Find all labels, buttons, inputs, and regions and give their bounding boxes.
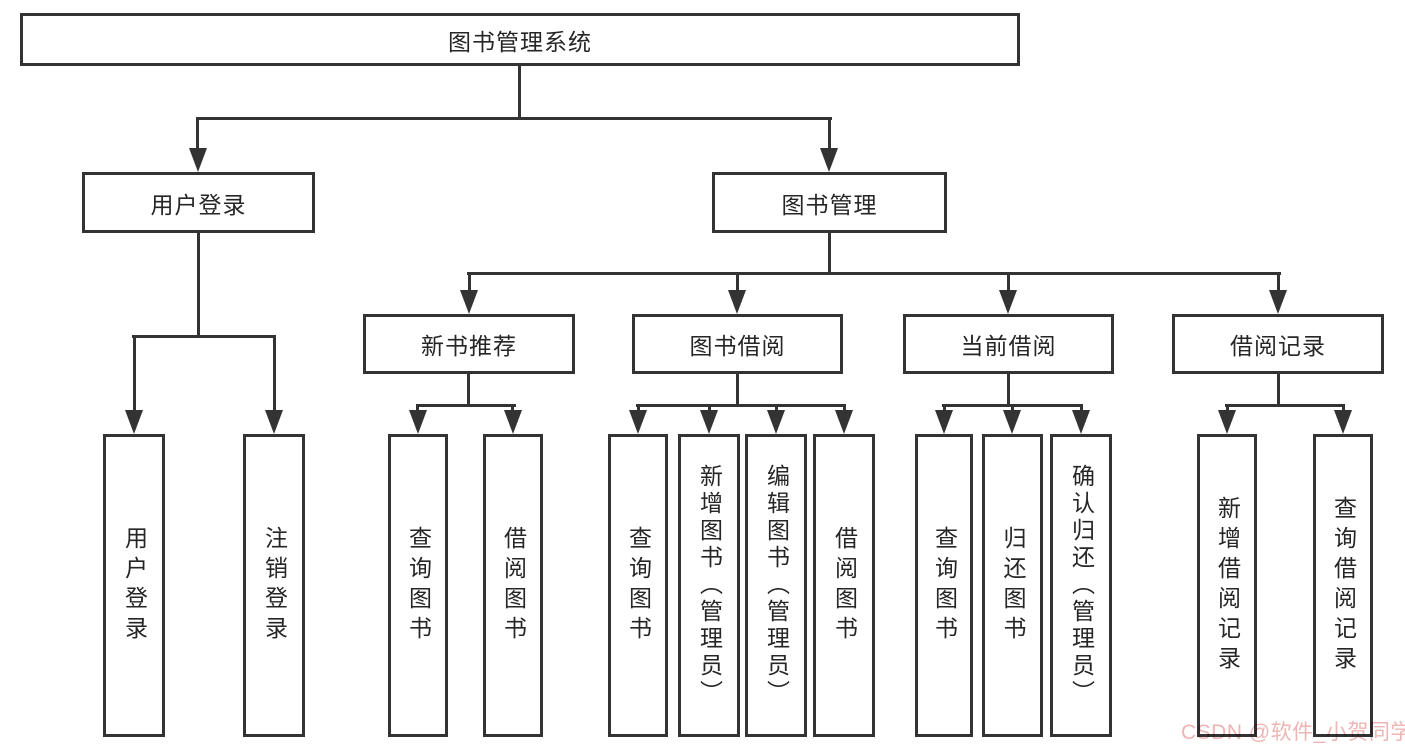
node-label: 图书管理系统 (448, 28, 592, 55)
arrow-down-icon (935, 410, 953, 434)
node-root-system: 图书管理系统 (20, 13, 1020, 66)
connector-bookborrow-hline (636, 404, 846, 407)
arrow-down-icon (189, 148, 207, 172)
node-book-borrowing: 图书借阅 (632, 314, 843, 374)
node-label: 编辑图书（管理员） (763, 464, 790, 707)
arrow-down-icon (125, 410, 143, 434)
arrow-down-icon (1003, 410, 1021, 434)
connector-stem (1226, 404, 1229, 412)
node-label: 新增图书（管理员） (696, 464, 723, 707)
leaf-query-books-borrow: 查询图书 (608, 434, 668, 737)
connector-bookmgmt-vline (828, 230, 831, 275)
connector-stem-logout-leaf (273, 335, 276, 412)
connector-stem (511, 404, 514, 412)
connector-stem (775, 404, 778, 412)
connector-userlogin-vline (197, 231, 200, 338)
node-label: 借阅记录 (1230, 333, 1326, 359)
leaf-user-login: 用户登录 (103, 434, 165, 737)
connector-stem-user-login (196, 117, 199, 150)
arrow-down-icon (767, 410, 785, 434)
connector-root-hline (196, 117, 832, 120)
connector-stem-book-borrow (736, 272, 739, 292)
leaf-query-borrow-record: 查询借阅记录 (1313, 434, 1373, 737)
arrow-down-icon (1269, 290, 1287, 314)
connector-newbook-hline (416, 404, 516, 407)
connector-currentborrow-vline (1007, 371, 1010, 407)
connector-userlogin-hline (132, 335, 276, 338)
connector-stem (1011, 404, 1014, 412)
node-label: 确认归还（管理员） (1068, 464, 1095, 707)
connector-borrowrecord-vline (1277, 371, 1280, 407)
connector-stem (637, 404, 640, 412)
arrow-down-icon (265, 410, 283, 434)
connector-bookmgmt-hline (467, 272, 1281, 275)
connector-stem (416, 404, 419, 412)
node-label: 图书管理 (781, 191, 878, 218)
node-label: 用户登录 (121, 525, 148, 646)
arrow-down-icon (835, 410, 853, 434)
connector-stem-borrow-record (1277, 272, 1280, 292)
connector-stem (943, 404, 946, 412)
node-label: 借阅图书 (831, 525, 858, 646)
leaf-return-books: 归还图书 (982, 434, 1043, 737)
connector-stem-new-book (468, 272, 471, 292)
connector-bookborrow-vline (736, 371, 739, 407)
leaf-query-books-recommend: 查询图书 (388, 434, 448, 737)
node-label: 图书借阅 (689, 333, 786, 359)
connector-stem-book-mgmt (828, 117, 831, 150)
node-label: 新增借阅记录 (1214, 495, 1241, 676)
arrow-down-icon (700, 410, 718, 434)
connector-root-vline (518, 64, 521, 119)
connector-borrowrecord-hline (1225, 404, 1345, 407)
node-label: 注销登录 (261, 525, 288, 646)
node-label: 用户登录 (150, 191, 247, 218)
arrow-down-icon (820, 148, 838, 172)
node-label: 查询图书 (931, 525, 958, 646)
node-label: 当前借阅 (960, 333, 1057, 359)
node-borrowing-records: 借阅记录 (1172, 314, 1384, 374)
node-label: 借阅图书 (500, 525, 527, 646)
connector-stem (1342, 404, 1345, 412)
leaf-add-books-admin: 新增图书（管理员） (678, 434, 740, 737)
node-label: 查询图书 (625, 525, 652, 646)
leaf-logout: 注销登录 (243, 434, 305, 737)
leaf-confirm-return-admin: 确认归还（管理员） (1050, 434, 1112, 737)
arrow-down-icon (504, 410, 522, 434)
node-new-book-recommend: 新书推荐 (363, 314, 575, 374)
arrow-down-icon (1334, 410, 1352, 434)
node-book-management: 图书管理 (712, 172, 947, 233)
connector-stem (843, 404, 846, 412)
leaf-borrow-books: 借阅图书 (813, 434, 875, 737)
connector-stem (1080, 404, 1083, 412)
connector-stem-current-borrow (1007, 272, 1010, 292)
node-current-borrowing: 当前借阅 (903, 314, 1114, 374)
leaf-query-books-current: 查询图书 (915, 434, 973, 737)
leaf-borrow-books-recommend: 借阅图书 (483, 434, 543, 737)
node-label: 新书推荐 (421, 333, 517, 359)
arrow-down-icon (999, 290, 1017, 314)
node-label: 查询图书 (405, 525, 432, 646)
node-label: 查询借阅记录 (1330, 495, 1357, 676)
arrow-down-icon (728, 290, 746, 314)
connector-stem (708, 404, 711, 412)
csdn-watermark: CSDN @软件_小贺同学 (1181, 721, 1405, 744)
leaf-add-borrow-record: 新增借阅记录 (1197, 434, 1257, 737)
arrow-down-icon (1072, 410, 1090, 434)
arrow-down-icon (409, 410, 427, 434)
node-user-login: 用户登录 (82, 172, 315, 233)
leaf-edit-books-admin: 编辑图书（管理员） (745, 434, 807, 737)
arrow-down-icon (460, 290, 478, 314)
connector-stem-login-leaf (133, 335, 136, 412)
connector-newbook-vline (467, 371, 470, 407)
arrow-down-icon (1218, 410, 1236, 434)
arrow-down-icon (629, 410, 647, 434)
node-label: 归还图书 (1000, 525, 1026, 646)
